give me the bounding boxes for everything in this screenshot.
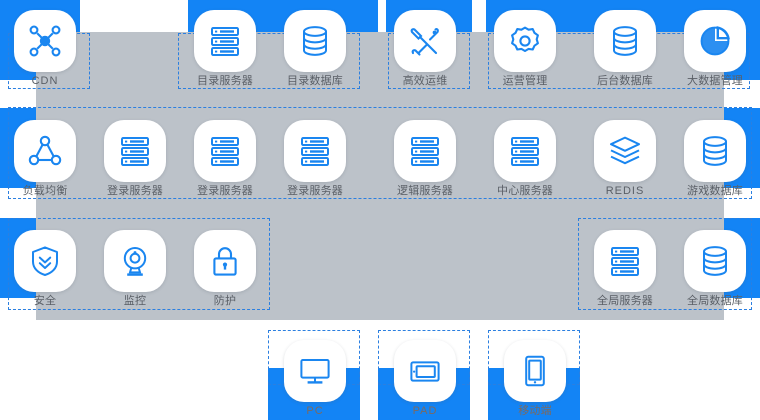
node-global-server[interactable]: 全局服务器	[594, 230, 656, 307]
server-rack-icon	[594, 230, 656, 292]
node-label-lb: 负载均衡	[22, 185, 68, 197]
node-center[interactable]: 中心服务器	[494, 120, 556, 197]
database-icon	[684, 120, 746, 182]
server-rack-icon	[494, 120, 556, 182]
node-logic[interactable]: 逻辑服务器	[394, 120, 456, 197]
node-protect[interactable]: 防护	[194, 230, 256, 307]
node-label-login-2: 登录服务器	[197, 185, 253, 197]
group-global	[578, 218, 752, 310]
gear-icon	[494, 10, 556, 72]
node-label-pad: PAD	[412, 405, 438, 417]
shield-icon	[14, 230, 76, 292]
node-ops[interactable]: 高效运维	[394, 10, 456, 87]
server-rack-icon	[394, 120, 456, 182]
node-label-dir-server: 目录服务器	[197, 75, 253, 87]
node-login-2[interactable]: 登录服务器	[194, 120, 256, 197]
node-backend-db[interactable]: 后台数据库	[594, 10, 656, 87]
node-label-bigdata: 大数据管理	[687, 75, 743, 87]
database-icon	[684, 230, 746, 292]
server-rack-icon	[284, 120, 346, 182]
node-label-redis: REDIS	[605, 185, 645, 197]
stack-layers-icon	[594, 120, 656, 182]
group-directory	[178, 33, 360, 89]
node-security[interactable]: 安全	[14, 230, 76, 307]
node-pc[interactable]: PC	[284, 340, 346, 417]
camera-monitor-icon	[104, 230, 166, 292]
node-label-protect: 防护	[213, 295, 237, 307]
node-cdn[interactable]: CDN	[14, 10, 76, 87]
load-balance-icon	[14, 120, 76, 182]
node-lb[interactable]: 负载均衡	[14, 120, 76, 197]
node-label-center: 中心服务器	[497, 185, 553, 197]
node-global-db[interactable]: 全局数据库	[684, 230, 746, 307]
node-dir-server[interactable]: 目录服务器	[194, 10, 256, 87]
node-op-manage[interactable]: 运营管理	[494, 10, 556, 87]
database-icon	[284, 10, 346, 72]
node-label-cdn: CDN	[31, 75, 59, 87]
desktop-monitor-icon	[284, 340, 346, 402]
node-label-security: 安全	[33, 295, 57, 307]
node-monitor[interactable]: 监控	[104, 230, 166, 307]
lock-icon	[194, 230, 256, 292]
node-label-op-manage: 运营管理	[502, 75, 548, 87]
group-service	[8, 107, 752, 199]
group-security	[8, 218, 270, 310]
server-rack-icon	[194, 120, 256, 182]
node-label-monitor: 监控	[123, 295, 147, 307]
tablet-icon	[394, 340, 456, 402]
node-label-global-server: 全局服务器	[597, 295, 653, 307]
cdn-network-icon	[14, 10, 76, 72]
node-pad[interactable]: PAD	[394, 340, 456, 417]
node-mobile[interactable]: 移动端	[504, 340, 566, 417]
node-game-db[interactable]: 游戏数据库	[684, 120, 746, 197]
tools-wrench-icon	[394, 10, 456, 72]
node-label-mobile: 移动端	[518, 405, 552, 417]
node-login-1[interactable]: 登录服务器	[104, 120, 166, 197]
node-redis[interactable]: REDIS	[594, 120, 656, 197]
node-label-logic: 逻辑服务器	[397, 185, 453, 197]
node-label-pc: PC	[306, 405, 324, 417]
node-dir-db[interactable]: 目录数据库	[284, 10, 346, 87]
smartphone-icon	[504, 340, 566, 402]
node-label-global-db: 全局数据库	[687, 295, 743, 307]
node-label-login-1: 登录服务器	[107, 185, 163, 197]
node-bigdata[interactable]: 大数据管理	[684, 10, 746, 87]
node-label-backend-db: 后台数据库	[597, 75, 653, 87]
server-rack-icon	[194, 10, 256, 72]
server-rack-icon	[104, 120, 166, 182]
node-label-dir-db: 目录数据库	[287, 75, 343, 87]
pie-chart-icon	[684, 10, 746, 72]
node-login-3[interactable]: 登录服务器	[284, 120, 346, 197]
database-icon	[594, 10, 656, 72]
node-label-game-db: 游戏数据库	[687, 185, 743, 197]
node-label-login-3: 登录服务器	[287, 185, 343, 197]
node-label-ops: 高效运维	[402, 75, 448, 87]
